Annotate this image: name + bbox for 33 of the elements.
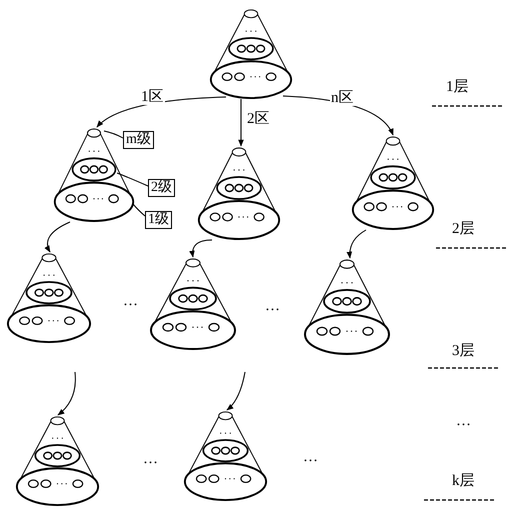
layer-label: 2层 (452, 222, 474, 237)
arrow (44, 222, 70, 253)
ellipsis-label: … (265, 299, 280, 314)
leader-line (104, 130, 124, 138)
layer-label: 1层 (446, 80, 468, 95)
cone-drawing (182, 410, 269, 502)
cone-drawing (196, 146, 282, 241)
ellipsis-label: … (143, 452, 158, 467)
edge-label: n区 (330, 91, 354, 106)
arrow (346, 230, 366, 259)
level-tag: 1级 (145, 211, 172, 229)
cone-drawing (148, 257, 238, 351)
arrow (238, 98, 244, 147)
arrow (189, 240, 212, 258)
cone-drawing (208, 8, 294, 100)
ellipsis-label: … (303, 450, 318, 465)
cone-drawing (302, 258, 392, 356)
cone-drawing (5, 252, 93, 344)
layer-label: k层 (452, 474, 474, 489)
ellipsis-label: … (456, 414, 471, 429)
arrow (57, 372, 76, 416)
leader-line (116, 172, 148, 186)
arrow (226, 372, 246, 410)
edge-label: 2区 (246, 112, 270, 127)
leader-line (132, 204, 146, 216)
cone-drawing (52, 127, 136, 223)
cone-drawing (350, 135, 436, 231)
ellipsis-label: … (123, 294, 138, 309)
edge-label: 1区 (140, 90, 164, 105)
layer-label: 3层 (452, 344, 474, 359)
cone-drawing (14, 415, 101, 507)
level-tag: 2级 (148, 179, 175, 197)
level-tag: m级 (123, 131, 154, 149)
